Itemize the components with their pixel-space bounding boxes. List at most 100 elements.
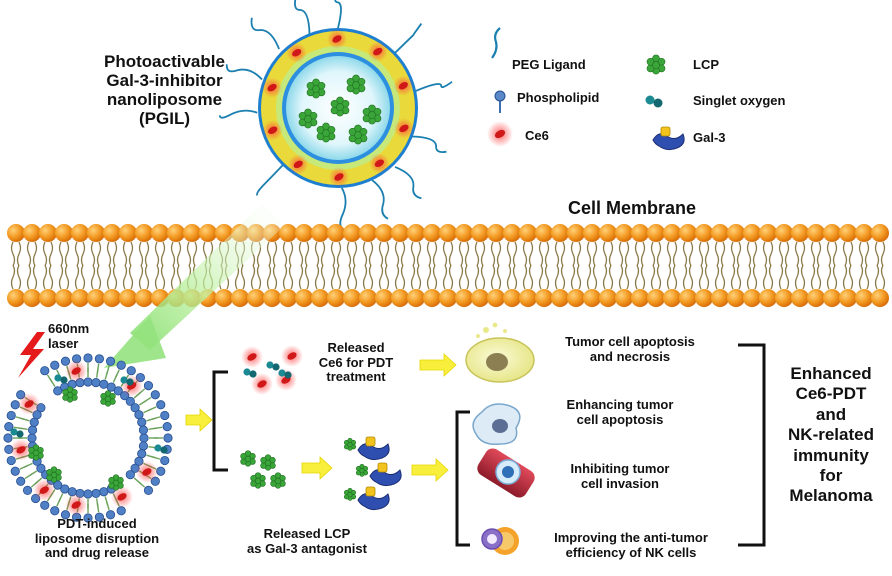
legend-ce6-label: Ce6 xyxy=(525,128,549,143)
singlet-oxygen-icon xyxy=(120,376,134,386)
outcome-inhibiting-invasion: Inhibiting tumor cell invasion xyxy=(540,461,700,491)
lightning-bolt-icon xyxy=(18,332,45,378)
liposome-lcp-cargo xyxy=(298,74,382,145)
released-ce6-molecules xyxy=(241,345,303,395)
outcome-4-line-2: efficiency of NK cells xyxy=(565,544,697,560)
outcome-1-line-1: Tumor cell apoptosis xyxy=(565,334,695,349)
yellow-arrow-icon xyxy=(411,458,449,482)
conclusion-line-6: for xyxy=(819,465,843,485)
ce6-molecule-icon xyxy=(367,41,388,62)
ce6-molecule-icon xyxy=(65,493,88,516)
cell-membrane xyxy=(7,224,889,307)
disruption-caption: PDT-induced liposome disruption and drug… xyxy=(2,516,192,561)
peg-ligand-icon xyxy=(491,27,501,59)
outcome-4-line-1: Improving the anti-tumor xyxy=(554,530,708,545)
released-ce6-line-3: treatment xyxy=(326,369,386,385)
outcome-bracket xyxy=(738,343,766,547)
ce6-molecule-icon xyxy=(328,166,349,187)
lcp-cluster-icon xyxy=(362,104,382,125)
conclusion-line-2: Ce6-PDT xyxy=(795,384,867,404)
lcp-cluster-icon xyxy=(346,74,366,95)
title-line-2: Gal-3-inhibitor xyxy=(106,71,223,91)
release-bracket xyxy=(212,370,228,472)
ce6-molecule-icon xyxy=(241,346,263,368)
singlet-oxygen-icon xyxy=(10,428,24,438)
gal-3-icon xyxy=(652,126,685,151)
singlet-oxygen-icon xyxy=(645,95,663,108)
singlet-oxygen-icon xyxy=(243,368,257,378)
lcp-cluster-icon xyxy=(46,466,62,483)
lcp-cluster-icon xyxy=(343,437,357,451)
lcp-cluster-icon xyxy=(28,444,44,461)
lcp-cluster-icon xyxy=(343,487,357,501)
released-ce6-caption: Released Ce6 for PDT treatment xyxy=(304,340,408,385)
cell-membrane-label: Cell Membrane xyxy=(568,198,697,218)
ce6-molecule-icon xyxy=(10,438,33,461)
singlet-oxygen-icon xyxy=(278,369,292,379)
lcp-icon xyxy=(646,54,666,75)
laser-beam-arrowhead xyxy=(104,316,166,368)
ce6-molecule-icon xyxy=(111,485,133,508)
ce6-molecule-icon xyxy=(369,153,390,174)
legend-peg-label: PEG Ligand xyxy=(512,57,586,72)
ce6-molecule-icon xyxy=(281,345,303,367)
apoptotic-tumor-cell-icon xyxy=(465,322,535,383)
released-lcp-line-2: as Gal-3 antagonist xyxy=(247,540,367,556)
lcp-cluster-icon xyxy=(62,386,78,403)
released-ce6-line-1: Released xyxy=(327,340,385,355)
gal-3-protein-icon xyxy=(652,126,685,151)
singlet-oxygen-icon xyxy=(266,361,280,371)
lcp-cluster-icon xyxy=(270,472,286,489)
ce6-molecule-icon xyxy=(262,120,283,141)
phospholipid-icon xyxy=(494,90,506,113)
gal-3-lcp-complexes xyxy=(343,436,402,511)
outcome-3-line-1: Inhibiting tumor xyxy=(570,461,670,476)
laser-label: 660nm laser xyxy=(48,321,90,351)
outcome-2-line-1: Enhancing tumor xyxy=(566,397,674,412)
conclusion-line-7: Melanoma xyxy=(789,486,873,506)
lcp-cluster-icon xyxy=(306,78,326,99)
lcp-cluster-icon xyxy=(260,454,276,471)
ce6-icon xyxy=(487,121,513,147)
ce6-molecule-icon xyxy=(262,77,283,98)
cell-invasion-vessel-icon xyxy=(477,448,535,498)
lcp-cluster-icon xyxy=(348,124,368,145)
ce6-molecule-icon xyxy=(33,479,56,502)
lcp-cluster-icon xyxy=(108,474,124,491)
laser-beam xyxy=(130,204,284,350)
disrupted-liposome xyxy=(3,353,173,523)
lcp-cluster-icon xyxy=(330,96,350,117)
singlet-oxygen-icon xyxy=(154,444,168,454)
ce6-molecule-icon xyxy=(393,118,414,139)
ce6-molecule-icon xyxy=(65,360,88,383)
lcp-cluster-icon xyxy=(646,54,666,75)
disruption-line-1: PDT-induced xyxy=(57,516,137,531)
nk-cell-icon xyxy=(481,527,519,555)
released-ce6-line-2: Ce6 for PDT xyxy=(318,354,394,370)
ce6-molecule-icon xyxy=(393,75,414,96)
title-line-3: nanoliposome xyxy=(106,90,223,110)
conclusion-line-1: Enhanced xyxy=(790,364,872,383)
conclusion-line-5: immunity xyxy=(793,445,869,465)
ce6-molecule-icon xyxy=(135,461,158,483)
gal-3-protein-icon xyxy=(357,436,390,461)
legend xyxy=(487,27,685,151)
lcp-cluster-icon xyxy=(250,472,266,489)
lcp-cluster-icon xyxy=(100,390,116,407)
liposome-ce6-dots xyxy=(262,29,414,187)
outcome-apoptosis-necrosis: Tumor cell apoptosis and necrosis xyxy=(535,334,725,364)
ce6-molecule-icon xyxy=(288,154,309,175)
ce6-molecule-icon xyxy=(286,42,307,63)
lcp-cluster-icon xyxy=(298,108,318,129)
yellow-arrow-icon xyxy=(419,353,457,377)
pgil-title: Photoactivable Gal-3-inhibitor nanolipos… xyxy=(62,52,267,128)
released-lcp-molecules xyxy=(240,450,286,489)
conclusion-line-3: and xyxy=(815,404,847,424)
laser-wavelength: 660nm xyxy=(48,321,90,336)
title-line-1: Photoactivable xyxy=(104,52,225,71)
legend-gal3-label: Gal-3 xyxy=(693,130,726,145)
conclusion-line-4: NK-related xyxy=(788,425,874,445)
lcp-cluster-icon xyxy=(240,450,256,467)
yellow-arrow-icon xyxy=(185,408,213,432)
